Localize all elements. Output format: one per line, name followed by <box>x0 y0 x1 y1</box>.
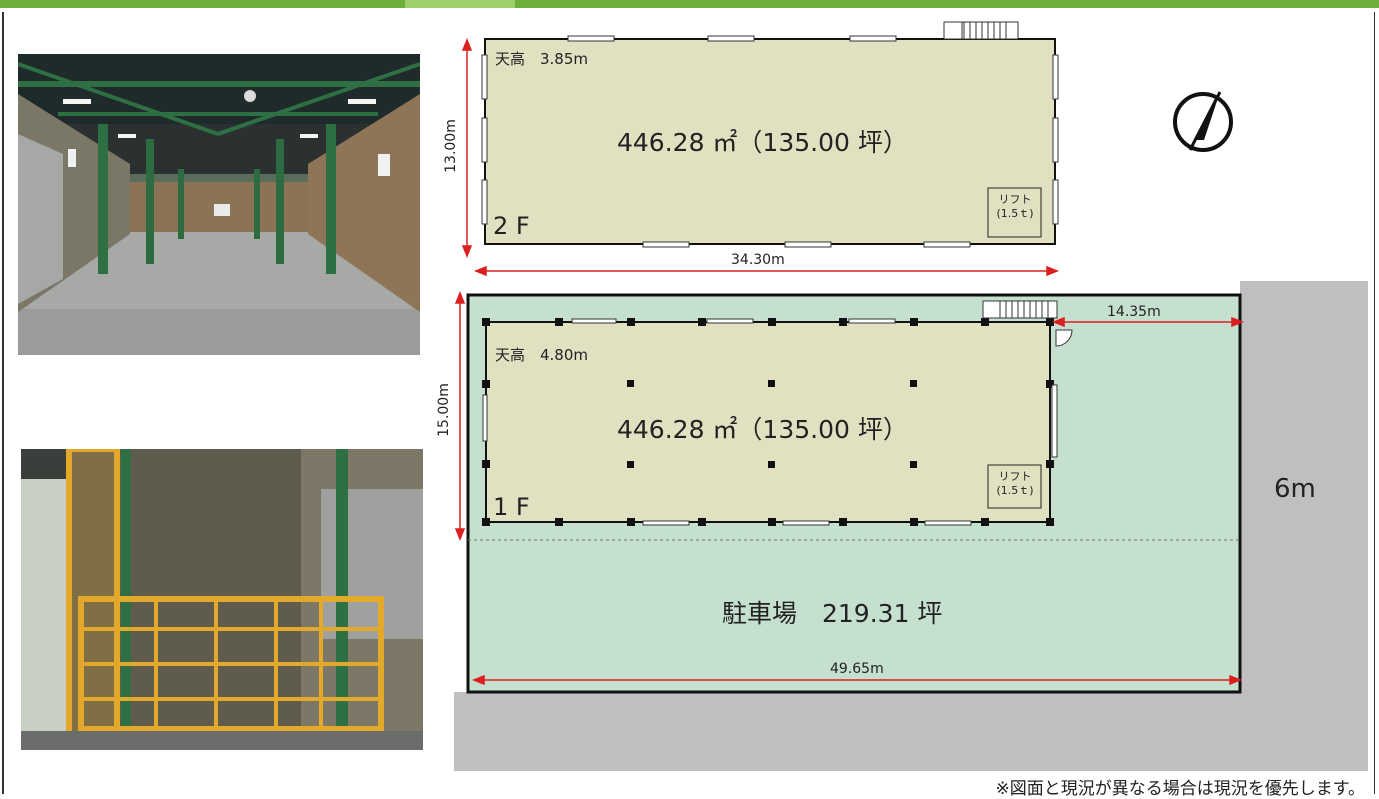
floor-label-2f: 2 F <box>493 212 530 240</box>
warehouse-interior-photo <box>18 54 420 355</box>
road-right <box>1240 281 1368 771</box>
lift-label-2f-line2: (1.5ｔ) <box>996 207 1034 220</box>
lift-box-2f <box>987 187 1042 238</box>
depth-dim-2f: 13.00m <box>442 119 459 173</box>
area-2f: 446.28 ㎡（135.00 坪） <box>617 128 908 157</box>
lift-label-1f-line1: リフト <box>998 470 1032 483</box>
side-dim-1f: 14.35m <box>1107 304 1161 320</box>
windows-2f <box>481 35 1059 248</box>
floor-label-1f: 1 F <box>493 493 530 521</box>
disclaimer-note: ※図面と現況が異なる場合は現況を優先します。 <box>995 779 1365 799</box>
dimension-lines <box>454 37 1245 686</box>
floor-2f <box>484 38 1056 245</box>
windows-1f <box>482 318 1058 526</box>
ceiling-height-2f: 天高 3.85m <box>495 50 589 68</box>
lift-label-1f-line2: (1.5ｔ) <box>996 484 1034 497</box>
freight-lift-photo <box>21 449 423 750</box>
lift-label-2f: リフト (1.5ｔ) <box>990 193 1040 221</box>
header-bar <box>0 0 1379 8</box>
area-1f: 446.28 ㎡（135.00 坪） <box>617 415 908 444</box>
header-tab <box>405 0 515 8</box>
road-width-label: 6m <box>1274 474 1316 504</box>
lift-box-1f <box>987 464 1042 509</box>
lift-label-2f-line1: リフト <box>998 193 1032 206</box>
width-dim-2f: 34.30m <box>731 252 785 268</box>
parking-label: 駐車場 219.31 坪 <box>722 599 943 628</box>
stairs-2f <box>943 21 1019 40</box>
door-1f <box>1055 329 1073 347</box>
road-bottom <box>454 692 1368 771</box>
structural-columns <box>482 318 1054 526</box>
stairs-1f <box>982 300 1058 319</box>
depth-dim-1f: 15.00m <box>435 383 452 437</box>
lift-label-1f: リフト (1.5ｔ) <box>990 470 1040 498</box>
ceiling-height-1f: 天高 4.80m <box>495 346 589 364</box>
total-width-dim: 49.65m <box>830 661 884 677</box>
page-frame <box>2 12 1375 794</box>
north-arrow-icon <box>1173 91 1233 152</box>
